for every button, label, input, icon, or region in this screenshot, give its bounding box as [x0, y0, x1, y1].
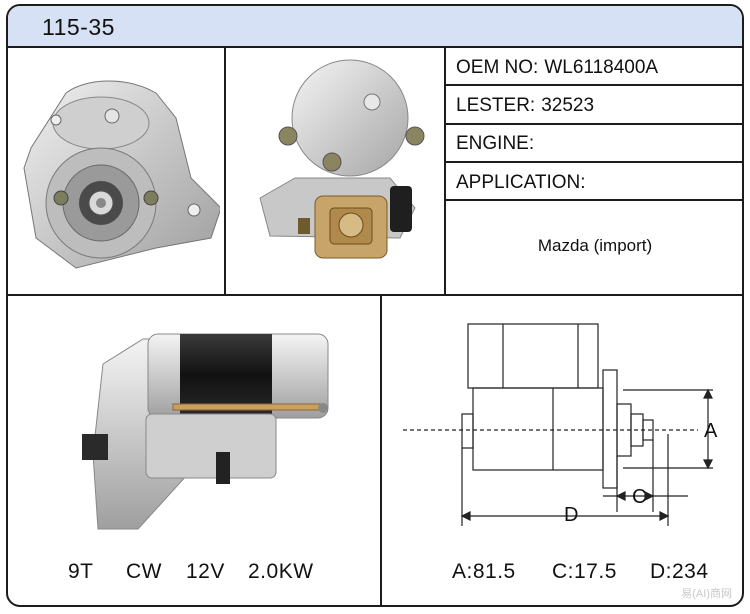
teeth-spec: 9T: [68, 560, 94, 583]
rotation-spec: CW: [126, 560, 162, 583]
watermark: 易(AI)商网: [681, 588, 732, 600]
starter-rear-view-icon: [240, 58, 440, 280]
application-label: APPLICATION:: [456, 172, 586, 193]
power-spec: 2.0KW: [248, 560, 314, 583]
starter-dimension-drawing-icon: A C D: [398, 316, 738, 544]
dimension-c: C:17.5: [552, 560, 617, 583]
lester-row: LESTER:32523: [446, 95, 742, 116]
engine-label: ENGINE:: [456, 133, 535, 154]
divider: [380, 294, 382, 605]
divider: [444, 161, 742, 163]
oem-row: OEM NO:WL6118400A: [446, 57, 742, 78]
divider: [224, 46, 226, 296]
lester-value: 32523: [541, 95, 595, 116]
engine-row: ENGINE:: [446, 133, 742, 154]
starter-side-view-icon: [68, 324, 338, 534]
header-bar: 115-35: [8, 6, 742, 48]
application-row: APPLICATION:: [446, 172, 742, 193]
dimension-a: A:81.5: [452, 560, 516, 583]
product-card: 115-35: [6, 4, 744, 607]
divider: [8, 294, 742, 296]
starter-front-view-icon: [16, 58, 222, 280]
dim-label-d: D: [564, 504, 579, 526]
dim-label-c: C: [632, 486, 647, 508]
oem-label: OEM NO:: [456, 57, 539, 78]
dim-label-a: A: [704, 420, 718, 442]
divider: [444, 46, 446, 296]
divider: [444, 123, 742, 125]
divider: [444, 199, 742, 201]
application-value: Mazda (import): [537, 236, 653, 255]
voltage-spec: 12V: [186, 560, 225, 583]
oem-value: WL6118400A: [544, 57, 659, 78]
product-code: 115-35: [42, 14, 115, 40]
dimension-d: D:234: [650, 560, 709, 583]
lester-label: LESTER:: [456, 95, 536, 116]
divider: [444, 84, 742, 86]
